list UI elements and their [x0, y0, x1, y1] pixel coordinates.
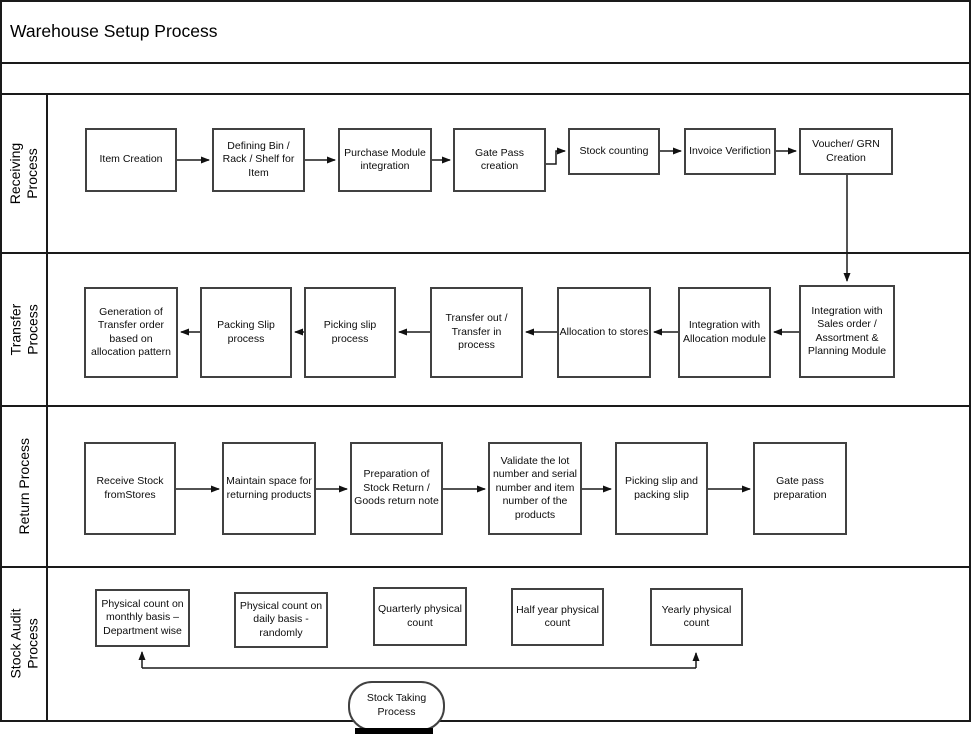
step-defining-bin-rack-shelf: Defining Bin / Rack / Shelf for Item	[212, 128, 305, 192]
title-divider	[2, 62, 971, 64]
step-validate-lot-serial: Validate the lot number and serial numbe…	[488, 442, 582, 535]
step-picking-packing-slip: Picking slip and packing slip	[615, 442, 708, 535]
step-gate-pass-preparation: Gate pass preparation	[753, 442, 847, 535]
step-invoice-verification: Invoice Verifiction	[684, 128, 776, 175]
terminator-stock-taking-process: Stock Taking Process	[348, 681, 445, 731]
step-physical-count-monthly: Physical count on monthly basis – Depart…	[95, 589, 190, 647]
lane-label-line: Stock Audit	[7, 608, 24, 680]
step-allocation-to-stores: Allocation to stores	[557, 287, 651, 378]
lane-divider-3	[2, 566, 971, 568]
step-item-creation: Item Creation	[85, 128, 177, 192]
lane-label-line: Receiving	[7, 142, 24, 205]
step-purchase-module-integration: Purchase Module integration	[338, 128, 432, 192]
lane-divider-1	[2, 252, 971, 254]
step-integration-allocation-module: Integration with Allocation module	[678, 287, 771, 378]
step-stock-counting: Stock counting	[568, 128, 660, 175]
step-receive-stock-from-stores: Receive Stock fromStores	[84, 442, 176, 535]
step-yearly-physical-count: Yearly physical count	[650, 588, 743, 646]
step-voucher-grn-creation: Voucher/ GRN Creation	[799, 128, 893, 175]
page-title: Warehouse Setup Process	[10, 20, 218, 41]
step-physical-count-daily: Physical count on daily basis - randomly	[234, 592, 328, 648]
step-half-year-physical-count: Half year physical count	[511, 588, 604, 646]
lane-label-line: Transfer	[7, 303, 24, 356]
lane-label-divider	[46, 95, 48, 722]
step-packing-slip-process: Packing Slip process	[200, 287, 292, 378]
flow-arrow-jog	[546, 147, 566, 165]
bottom-clip-bar	[355, 728, 433, 734]
lane-label-line: Process	[24, 618, 41, 670]
lane-label-line: Process	[24, 304, 41, 355]
step-quarterly-physical-count: Quarterly physical count	[373, 587, 467, 646]
band-divider	[2, 93, 971, 95]
step-gate-pass-creation: Gate Pass creation	[453, 128, 546, 192]
lane-label-transfer: Transfer Process	[2, 254, 46, 405]
step-generation-transfer-order: Generation of Transfer order based on al…	[84, 287, 178, 378]
step-integration-sales-order: Integration with Sales order / Assortmen…	[799, 285, 895, 378]
step-picking-slip-process: Picking slip process	[304, 287, 396, 378]
lane-label-line: Process	[24, 148, 41, 199]
step-preparation-stock-return: Preparation of Stock Return / Goods retu…	[350, 442, 443, 535]
title-row: Warehouse Setup Process	[2, 2, 970, 60]
step-maintain-space: Maintain space for returning products	[222, 442, 316, 535]
lane-label-return: Return Process	[2, 407, 46, 566]
lane-label-stock-audit: Stock Audit Process	[2, 568, 46, 720]
step-transfer-out-in: Transfer out / Transfer in process	[430, 287, 523, 378]
lane-label-line: Return Process	[15, 438, 32, 535]
lane-divider-2	[2, 405, 971, 407]
lane-label-receiving: Receiving Process	[2, 95, 46, 252]
